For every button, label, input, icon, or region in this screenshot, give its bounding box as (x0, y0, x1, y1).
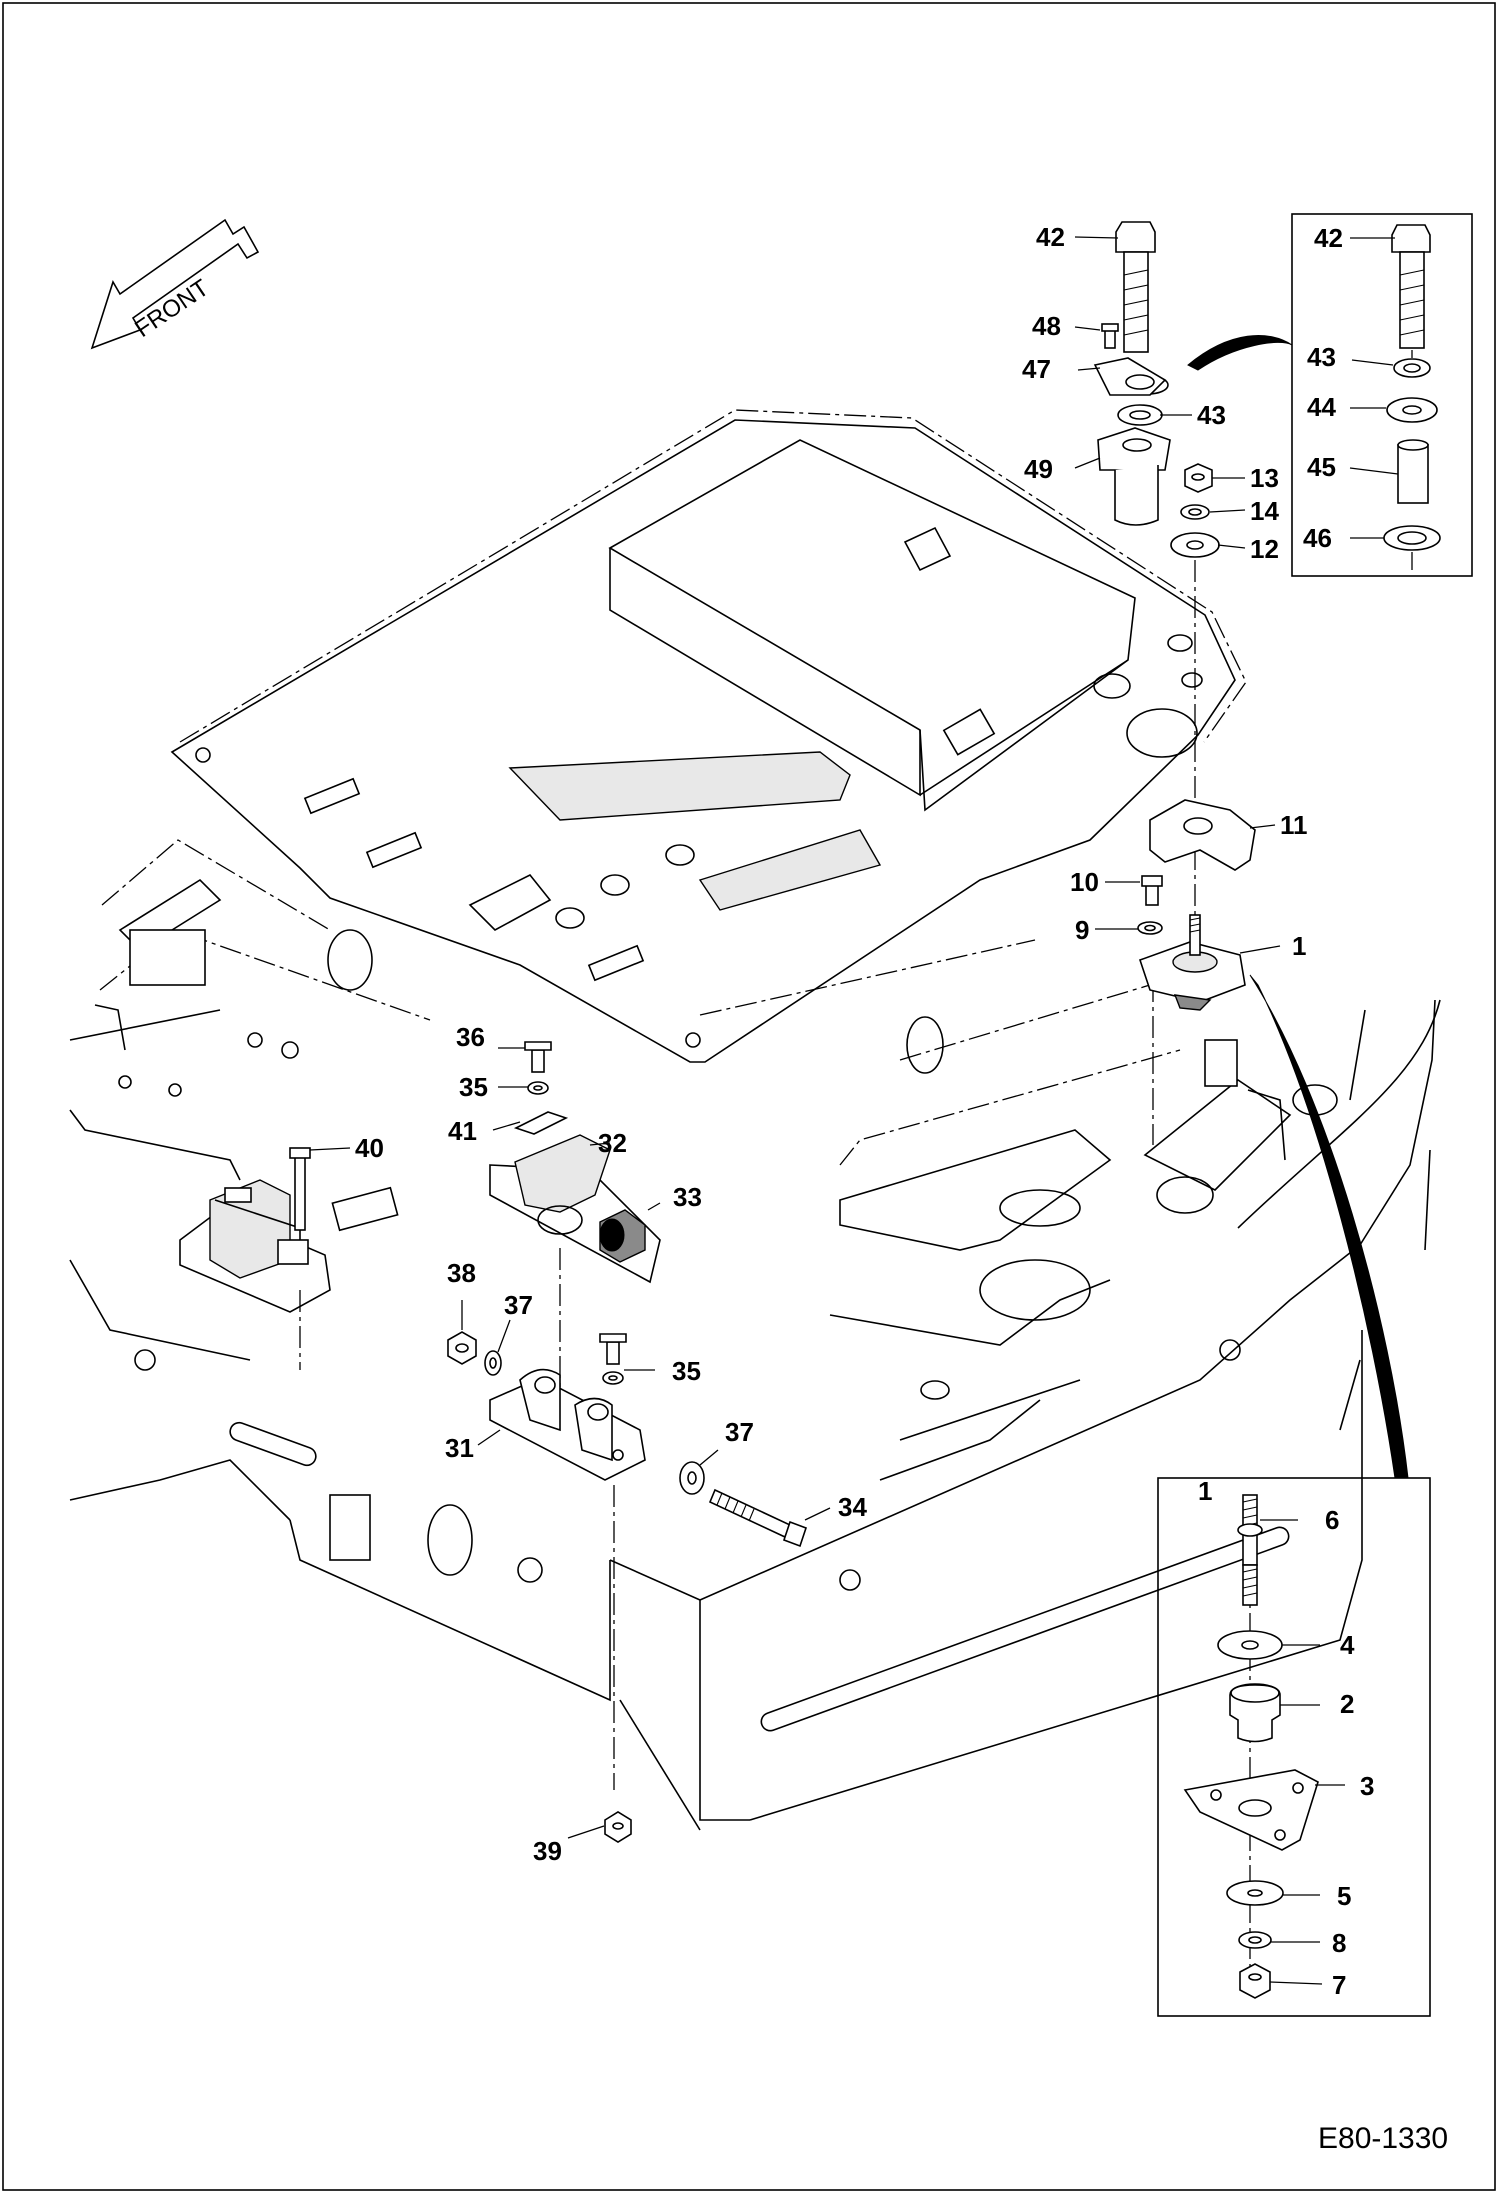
callout-12: 12 (1250, 534, 1279, 564)
callout-37-right: 37 (725, 1417, 754, 1447)
inset-callout-46: 46 (1303, 523, 1332, 553)
inset-box-top (1291, 213, 1473, 577)
callout-35-right: 35 (672, 1356, 701, 1386)
inset-pointer-top (1187, 335, 1293, 371)
callout-41: 41 (448, 1116, 477, 1146)
inset-callout-43: 43 (1307, 342, 1336, 372)
callout-11: 11 (1280, 810, 1308, 840)
callout-7: 7 (1332, 1970, 1346, 2000)
inset-callout-44: 44 (1307, 392, 1336, 422)
callout-4: 4 (1340, 1630, 1355, 1660)
callout-37-left: 37 (504, 1290, 533, 1320)
floor-plate (170, 409, 1247, 1063)
mount-left-rear (179, 1147, 331, 1370)
drawing-id: E80-1330 (1318, 2122, 1448, 2155)
callout-34: 34 (838, 1492, 867, 1522)
callout-labels: 42 48 47 43 49 13 14 12 11 10 9 1 42 43 … (355, 222, 1374, 2000)
callout-5: 5 (1337, 1881, 1351, 1911)
callout-40: 40 (355, 1133, 384, 1163)
inset-pointer-detail (1249, 974, 1409, 1479)
callout-32: 32 (598, 1128, 627, 1158)
callout-6: 6 (1325, 1505, 1339, 1535)
callout-49: 49 (1024, 454, 1053, 484)
inset-top-parts (1383, 224, 1441, 570)
inset-box-detail (1157, 1477, 1431, 2017)
detail-callout-1: 1 (1198, 1476, 1212, 1506)
callout-8: 8 (1332, 1928, 1346, 1958)
callout-13: 13 (1250, 463, 1279, 493)
callout-2: 2 (1340, 1689, 1354, 1719)
callout-43: 43 (1197, 400, 1226, 430)
front-arrow: FRONT (90, 218, 260, 350)
mount-stack-left (1093, 221, 1256, 1145)
callout-14: 14 (1250, 496, 1279, 526)
callout-47: 47 (1022, 354, 1051, 384)
callout-3: 3 (1360, 1771, 1374, 1801)
callout-42: 42 (1036, 222, 1065, 252)
callout-48: 48 (1032, 311, 1061, 341)
callout-33: 33 (673, 1182, 702, 1212)
inset-callout-42: 42 (1314, 223, 1343, 253)
callout-1: 1 (1292, 931, 1306, 961)
front-label: FRONT (130, 274, 214, 343)
leader-lines (309, 236, 1399, 1985)
inset-callout-45: 45 (1307, 452, 1336, 482)
inset-detail-parts (1183, 1494, 1319, 1999)
mount-center-rear (447, 1041, 808, 1843)
callout-38: 38 (447, 1258, 476, 1288)
callout-35-upper: 35 (459, 1072, 488, 1102)
callout-31: 31 (445, 1433, 474, 1463)
callout-36: 36 (456, 1022, 485, 1052)
callout-39: 39 (533, 1836, 562, 1866)
callout-9: 9 (1075, 915, 1089, 945)
upper-frame (69, 839, 1441, 1831)
callout-10: 10 (1070, 867, 1099, 897)
